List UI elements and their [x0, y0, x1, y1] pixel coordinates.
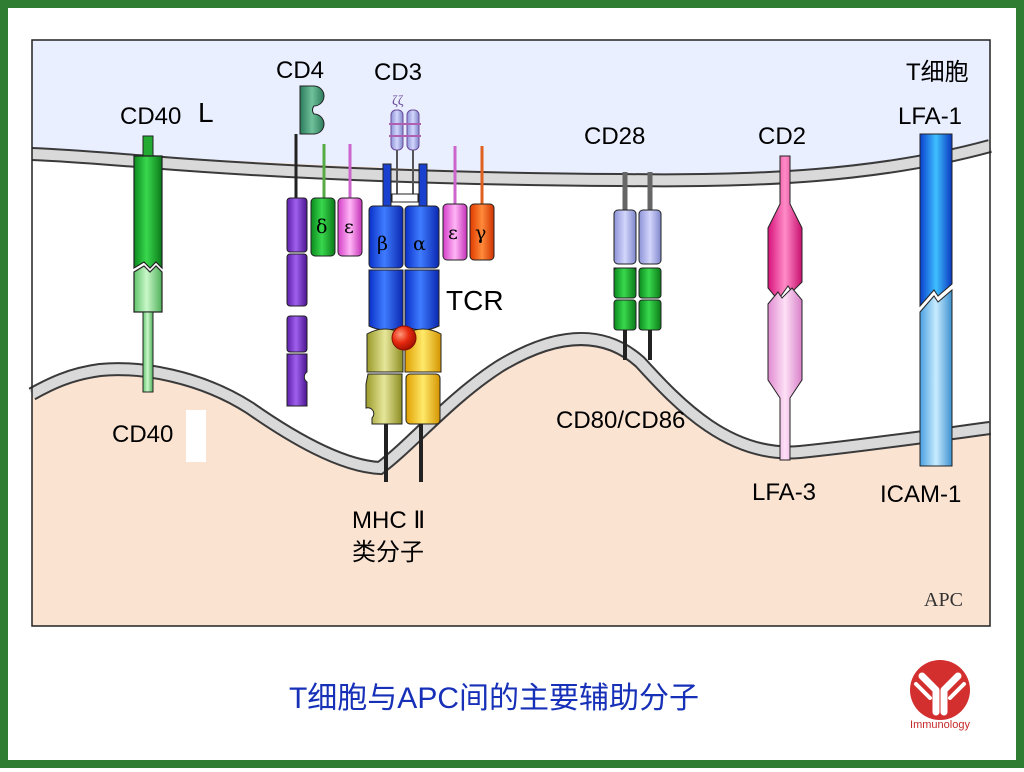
tcr-alpha-chain — [404, 205, 440, 269]
cd40l-suffix-label: L — [198, 97, 214, 128]
cd28-label: CD28 — [584, 123, 645, 150]
mhc-ii-label-line1: MHC Ⅱ — [352, 507, 425, 534]
lfa1-label: LFA-1 — [898, 103, 962, 130]
cd2-label: CD2 — [758, 123, 806, 150]
cd80-cd86-label: CD80/CD86 — [556, 407, 685, 434]
cd3-delta-chain — [310, 197, 336, 257]
t-cell-label: T细胞 — [906, 59, 969, 86]
cd40l-cd40-pair — [133, 135, 163, 393]
cd40-molecule — [133, 265, 163, 313]
antibody-icon — [910, 660, 970, 720]
cd40-label: CD40 — [112, 421, 173, 448]
cd2-lfa3-pair — [767, 155, 803, 461]
synapse-cleft — [32, 152, 990, 462]
cd40l-molecule — [133, 155, 163, 270]
cd3-delta-epsilon — [310, 144, 363, 257]
immunology-logo: Immunology — [910, 660, 970, 731]
epsilon-left-label: ε — [344, 216, 354, 238]
cd3-epsilon-gamma — [442, 146, 495, 261]
peptide-antigen — [391, 325, 417, 351]
lfa3-label: LFA-3 — [752, 479, 816, 506]
cd3-epsilon-chain-left — [337, 197, 363, 257]
epsilon-right-label: ε — [448, 222, 458, 244]
tcr-beta-chain — [368, 205, 404, 269]
apc-label: APC — [924, 589, 963, 611]
slide-title: T细胞与APC间的主要辅助分子 — [289, 682, 699, 715]
cd40l-label: CD40 — [120, 103, 181, 130]
cd4-label: CD4 — [276, 57, 324, 84]
lfa3-molecule — [767, 287, 803, 461]
t-cell-region — [32, 40, 990, 175]
cd3-gamma-chain — [469, 203, 495, 261]
mhc-ii-label-line2: 类分子 — [352, 539, 424, 566]
delta-label: δ — [316, 216, 327, 238]
icam1-label: ICAM-1 — [880, 481, 961, 508]
cd4-molecule — [286, 85, 325, 407]
cd3-zeta-chains — [389, 109, 421, 203]
alpha-label: α — [413, 233, 426, 255]
cd3-epsilon-chain-right — [442, 203, 468, 261]
cd28-cd80-pair — [613, 172, 662, 360]
logo-text: Immunology — [910, 719, 970, 731]
icam1-molecule — [919, 288, 953, 467]
cd28-molecule — [613, 209, 637, 265]
lfa1-icam1-pair — [919, 133, 953, 467]
cd2-molecule — [767, 155, 803, 301]
gamma-label: γ — [475, 222, 486, 244]
beta-label: β — [377, 233, 388, 255]
zeta-label: ζζ — [392, 94, 404, 109]
cd80-cd86-molecule — [613, 267, 637, 299]
lfa1-molecule — [919, 133, 953, 308]
tcr-molecule — [368, 163, 440, 331]
tcr-label: TCR — [446, 285, 504, 316]
cd3-label: CD3 — [374, 59, 422, 86]
mhc-class-ii-molecule — [365, 325, 442, 482]
